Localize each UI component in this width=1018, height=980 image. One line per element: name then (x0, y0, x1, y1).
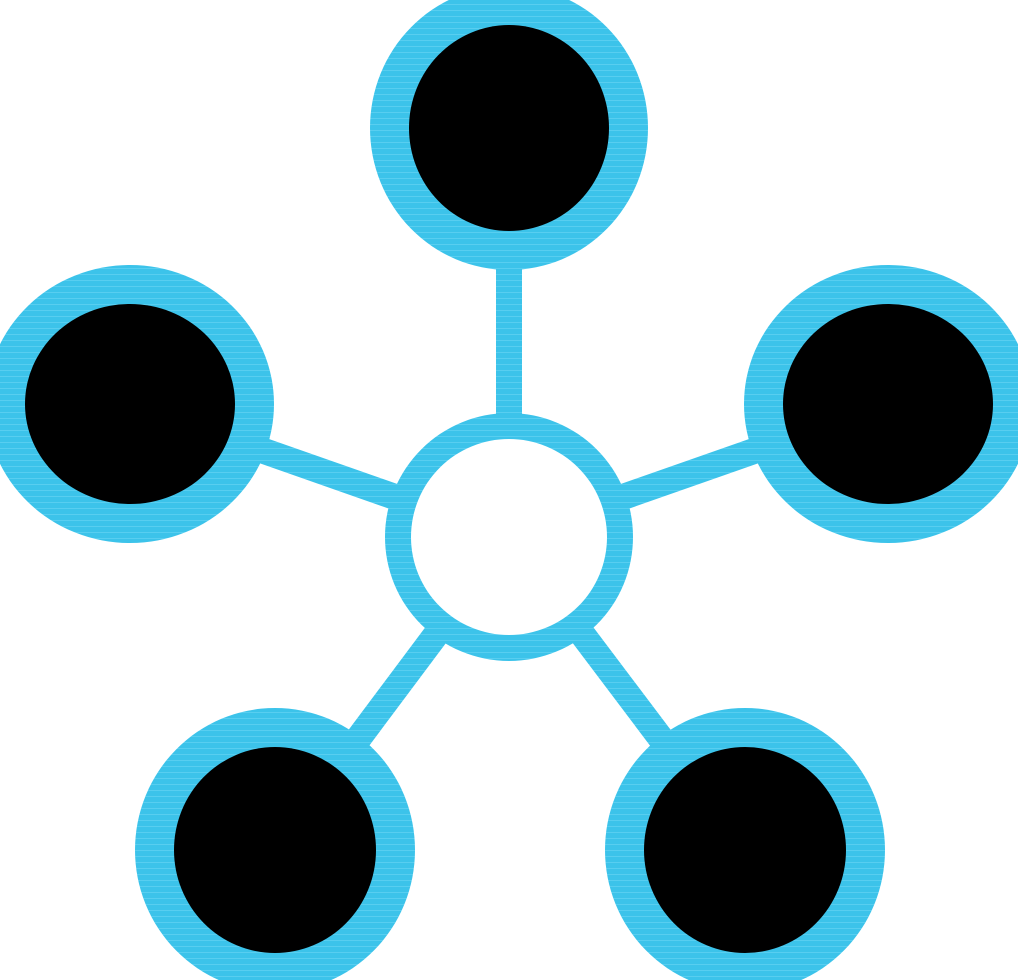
node-bottom-right (605, 708, 885, 980)
node-bottom-left-fill (174, 747, 376, 953)
node-right-fill (783, 304, 993, 504)
node-left (0, 265, 274, 543)
node-right (744, 265, 1018, 543)
node-left-fill (25, 304, 235, 504)
hub-node-center (411, 439, 607, 635)
node-bottom-left (135, 708, 415, 980)
node-bottom-right-fill (644, 747, 846, 953)
hub-node (385, 413, 633, 661)
node-top-fill (409, 25, 609, 231)
node-top (370, 0, 648, 270)
